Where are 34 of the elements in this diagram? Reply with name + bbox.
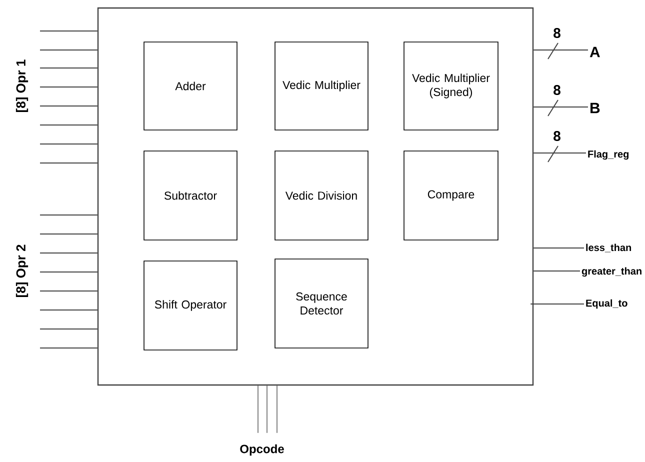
input-line [40,328,98,330]
module-box [97,7,534,386]
input-line [40,162,98,164]
signal-label: Opcode [240,444,284,456]
opcode-line [276,385,278,434]
block-box: Adder [144,42,238,130]
block-box: Subtractor [144,150,238,240]
signal-label: Equal_to [586,299,628,309]
output-line [533,152,586,154]
block-box: Shift Operator [144,260,238,350]
block-box: Compare [404,150,498,240]
input-line [40,124,98,126]
input-line [40,30,98,32]
output-line [533,270,580,272]
block-box: Sequence Detector [274,258,368,348]
input-line [40,252,98,254]
input-line [40,86,98,88]
opcode-line [266,385,268,434]
input-line [40,290,98,292]
signal-label: Flag_reg [588,150,628,160]
bus-width-label: 8 [554,28,560,38]
block-box: Vedic Multiplier (Signed) [404,42,498,130]
signal-label: greater_than [582,267,642,277]
bus-label: [8] Opr 1 [16,60,28,112]
bus-label: [8] Opr 2 [16,244,28,297]
block-box: Vedic Division [274,150,368,240]
output-line [533,106,588,108]
signal-label: less_than [586,244,631,252]
signal-label: A [590,46,600,58]
bus-width-label: 8 [554,131,560,141]
input-line [40,214,98,216]
signal-label: B [590,102,600,114]
bus-width-label: 8 [554,85,560,95]
block-box: Vedic Multiplier [274,42,368,130]
